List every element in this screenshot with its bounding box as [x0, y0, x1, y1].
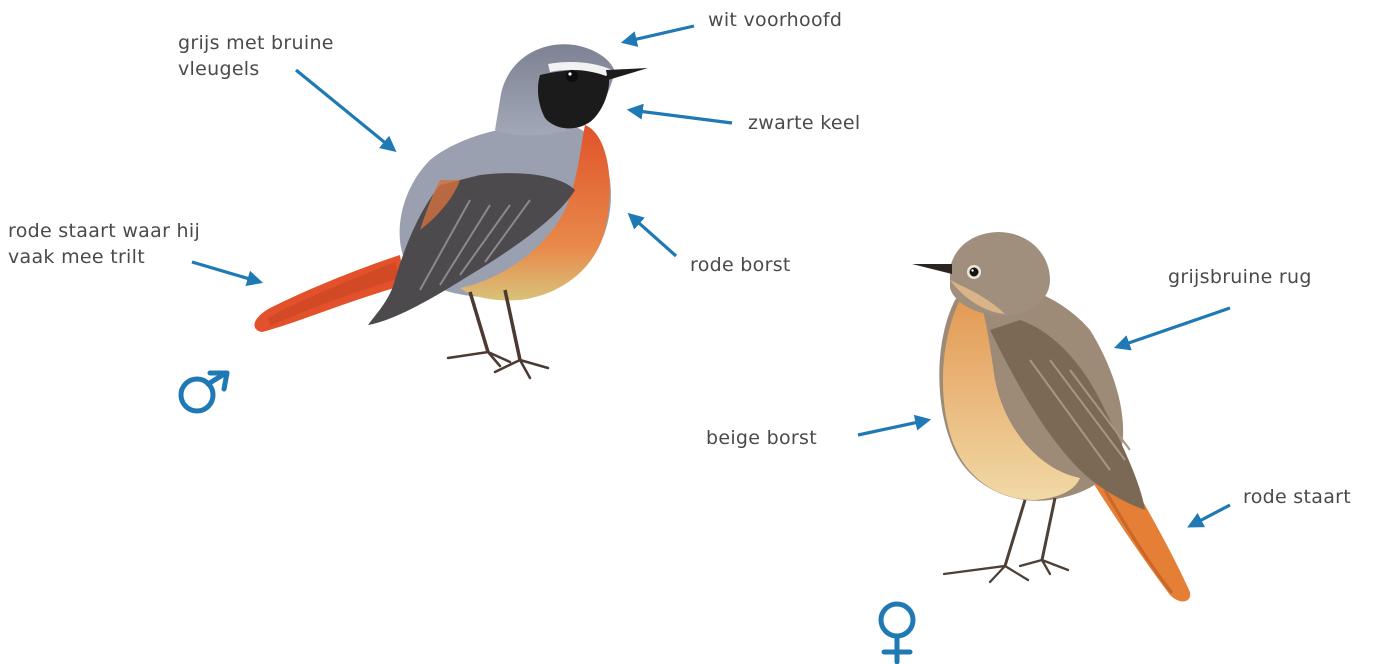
label-wings-line1: grijs met bruine [178, 30, 334, 56]
male-symbol [181, 373, 227, 411]
arrow-back-female [1117, 308, 1230, 347]
label-tail-male: rode staart waar hij vaak mee trilt [8, 218, 200, 270]
label-wings: grijs met bruine vleugels [178, 30, 334, 82]
female-symbol [881, 604, 913, 662]
male-bird [254, 44, 648, 378]
label-breast-male: rode borst [690, 252, 791, 278]
arrow-tail-male [192, 262, 260, 282]
arrow-tail-female [1190, 505, 1230, 526]
label-tail-male-line1: rode staart waar hij [8, 218, 200, 244]
arrow-throat [630, 110, 732, 123]
label-tail-female: rode staart [1243, 484, 1351, 510]
female-bird [912, 232, 1190, 601]
label-throat: zwarte keel [748, 110, 860, 136]
arrow-breast-female [858, 420, 928, 435]
female-head [950, 232, 1050, 316]
arrow-wings [296, 70, 394, 150]
label-breast-female: beige borst [706, 425, 817, 451]
label-forehead: wit voorhoofd [708, 7, 842, 33]
arrow-breast-male [630, 215, 676, 256]
label-wings-line2: vleugels [178, 56, 334, 82]
label-back-female: grijsbruine rug [1168, 264, 1312, 290]
arrow-forehead [624, 26, 694, 42]
label-tail-male-line2: vaak mee trilt [8, 244, 200, 270]
